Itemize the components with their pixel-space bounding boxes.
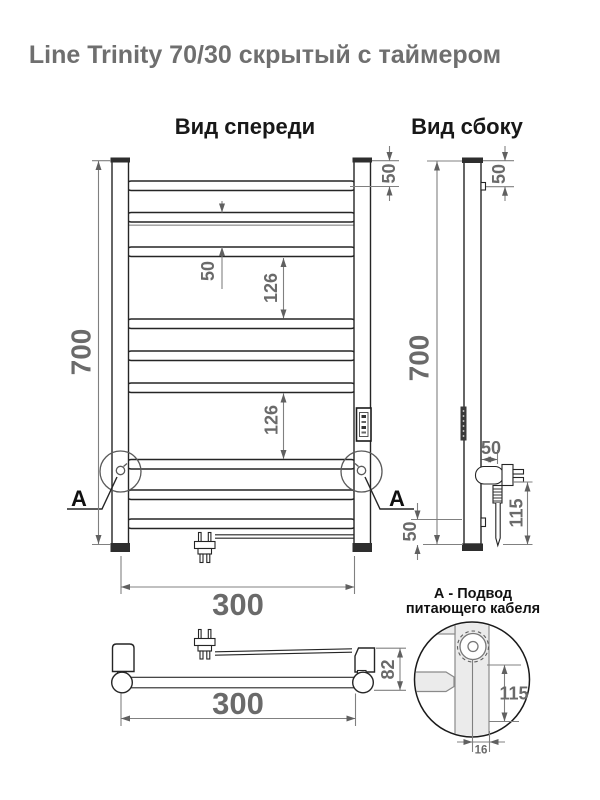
side-top-rung-stub xyxy=(480,181,487,191)
detail-marker-right: A xyxy=(389,486,405,511)
side-view-label: Вид сбоку xyxy=(411,114,523,139)
side-dim-top-gap: 50 xyxy=(483,146,514,201)
front-view-label: Вид спереди xyxy=(175,114,315,139)
detail-mid-rung-section xyxy=(415,671,455,693)
front-dim-top-gap: 50 xyxy=(350,146,399,201)
detail-callout-right: A xyxy=(340,450,414,511)
dim-side-bottom-gap: 50 xyxy=(400,521,420,541)
front-left-foot xyxy=(110,543,130,552)
bottom-left-post xyxy=(111,643,135,673)
detail-marker-left: A xyxy=(71,486,87,511)
dim-bottom-depth: 82 xyxy=(378,659,398,679)
bottom-left-tube-end xyxy=(110,671,133,694)
side-dim-conn-offset: 50 xyxy=(481,438,501,464)
dim-side-top-gap: 50 xyxy=(489,164,509,184)
detail-note-line-1: А - Подвод xyxy=(434,586,512,602)
detail-view: А - Подвод питающего кабеля 115 16 xyxy=(406,586,540,757)
dim-detail-cable-length: 115 xyxy=(499,684,528,704)
front-dim-rung-gap: 50 xyxy=(198,201,225,289)
side-dim-bottom-gap: 50 xyxy=(400,503,462,560)
dim-front-rung-gap: 50 xyxy=(198,261,218,281)
dim-side-cable-length: 115 xyxy=(507,498,527,527)
dim-front-height: 700 xyxy=(66,329,97,376)
bottom-right-post xyxy=(354,647,376,673)
side-dim-height: 700 xyxy=(404,160,463,546)
dim-front-width: 300 xyxy=(212,587,264,622)
bottom-power-plug-icon xyxy=(193,628,216,660)
side-timer-strip xyxy=(460,406,467,441)
side-post xyxy=(463,159,482,545)
dim-front-section-gap-1: 126 xyxy=(261,273,281,303)
bottom-right-tube-end xyxy=(352,671,375,694)
detail-contents xyxy=(415,623,490,736)
detail-top-rung-section xyxy=(415,623,456,635)
front-left-post xyxy=(111,159,130,545)
dim-side-height: 700 xyxy=(404,335,435,382)
front-right-post xyxy=(353,159,372,545)
bottom-dim-depth: 82 xyxy=(374,647,406,691)
bottom-view-drawing xyxy=(110,628,376,694)
front-dim-height: 700 xyxy=(66,160,111,546)
side-cable-connection xyxy=(474,463,525,548)
side-bottom-rung-stub xyxy=(480,517,487,528)
dim-bottom-width: 300 xyxy=(212,686,264,721)
front-right-foot xyxy=(352,543,372,552)
front-dim-section-gap-1: 126 xyxy=(261,258,287,319)
side-view-drawing xyxy=(460,157,525,551)
front-dim-section-gap-2: 126 xyxy=(262,393,287,459)
dim-detail-tube-width: 16 xyxy=(475,745,488,757)
side-dim-cable-length: 115 xyxy=(503,481,533,546)
dim-side-conn-offset: 50 xyxy=(481,438,501,458)
detail-note-line-2: питающего кабеля xyxy=(406,601,540,617)
dim-front-section-gap-2: 126 xyxy=(262,405,282,435)
bottom-cable-line xyxy=(214,648,353,653)
drawing-title: Line Trinity 70/30 скрытый с таймером xyxy=(29,41,501,69)
detail-callout-left: A xyxy=(67,450,142,511)
detail-dim-cable-length: 115 xyxy=(487,664,529,723)
front-view-drawing: A A xyxy=(67,157,414,564)
timer-control-box xyxy=(355,407,372,442)
dim-front-top-gap: 50 xyxy=(379,163,399,183)
hanging-cable xyxy=(495,503,501,548)
detail-dim-tube-width: 16 xyxy=(457,659,505,757)
power-plug-icon xyxy=(193,531,216,564)
front-dim-width: 300 xyxy=(120,556,356,622)
bottom-dim-width: 300 xyxy=(120,686,357,726)
